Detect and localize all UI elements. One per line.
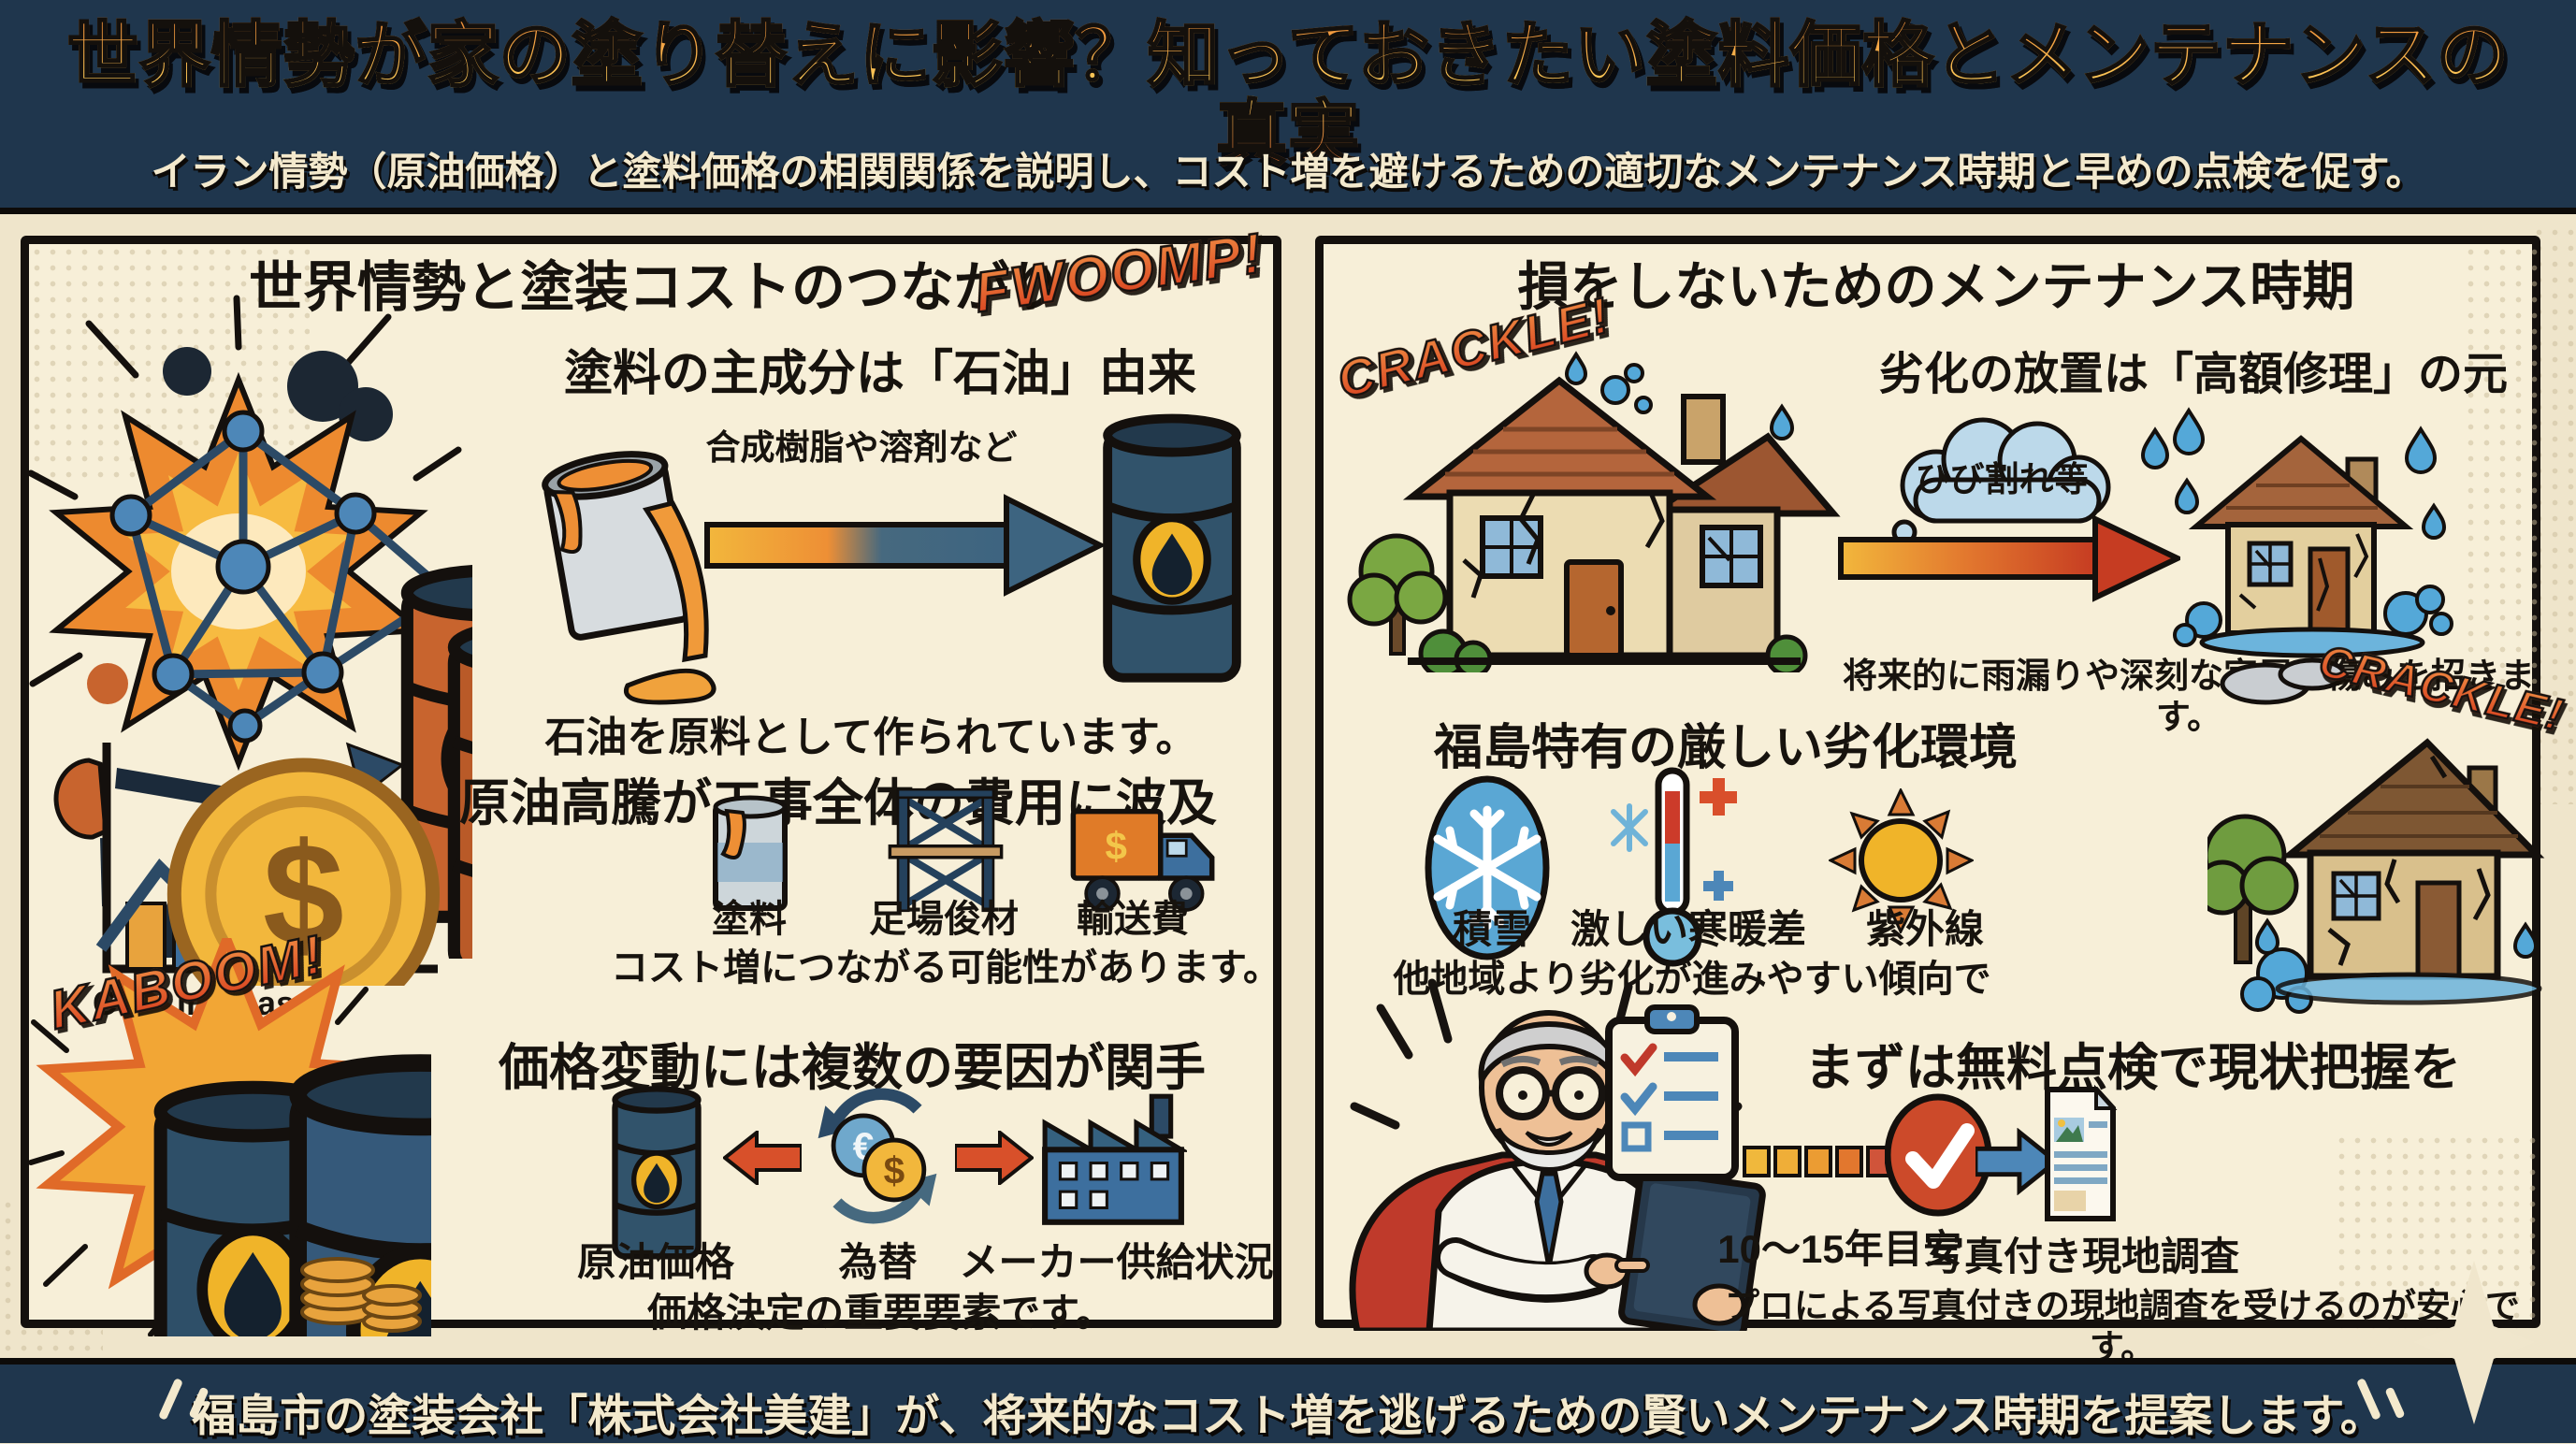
snowfall-icon [1425,775,1550,960]
arrow-paint-to-oil-icon [704,494,1105,597]
svg-text:$: $ [1105,824,1126,868]
paint-bucket-icon [542,451,716,705]
page-title: 世界情勢が家の塗り替えに影響？知っておきたい塗料価格とメンテナンスの真実 [37,15,2539,174]
right-s2-item-uv: 紫外線 [1865,907,1984,951]
thermometer-icon [1611,767,1737,967]
arrow-left-icon [723,1131,802,1185]
footer-text: 福島市の塗装会社「株式会社美建」が、将来的なコスト増を逃げるための賢いメンテナン… [192,1391,2384,1440]
leaking-house-icon [2172,407,2453,658]
left-s2-item-paint: 塗料 [712,899,787,940]
right-s1-bubble-label: ひび割れ等 [1915,460,2089,498]
sparkle-icon [2413,1261,2535,1424]
left-panel: 世界情勢と塗装コストのつながり FWOOMP! [21,220,1281,1336]
left-s1-caption: 石油を原料として作られています。 [544,715,1197,760]
left-s3-item-crude: 原油価格 [576,1240,734,1284]
right-s3-report-label: 写真付き現地調査 [1924,1235,2239,1278]
kaboom-barrels-illustration [29,938,431,1336]
left-panel-title: 世界情勢と塗装コストのつながり [248,257,1063,318]
arrow-right-icon [955,1131,1034,1185]
left-s2-caption: コスト増につながる可能性があります。 [611,947,1281,989]
thought-cloud-icon [1877,417,2111,556]
left-s3-heading: 価格変動には複数の要因が関手 [499,1040,1206,1096]
factory-icon [1042,1093,1187,1225]
right-s2-item-temp: 激しい寒暖差 [1570,907,1806,951]
right-s3-timeline-label: 10〜15年目安 [1717,1227,1962,1271]
left-s3-item-maker: メーカー供給状況 [959,1240,1274,1284]
scaffolding-icon [888,787,1004,913]
right-s2-item-snow: 積雪 [1452,907,1531,951]
right-s1-caption: 将来的に雨漏りや深刻な家屋の傷みを招きます。 [1843,657,2535,737]
left-s3-item-exchange: 為替 [838,1240,918,1284]
checklist-clipboard-icon [1605,1004,1739,1181]
right-s2-caption: 他地域より劣化が進みやすい傾向です。 [1393,959,1991,1045]
paint-can-icon [713,795,788,911]
rain-drops-icon [2140,426,2200,514]
timeline-squares-icon [1743,1146,1894,1177]
page-subtitle: イラン情勢（原油価格）と塗料価格の相関関係を説明し、コスト増を避けるための適切な… [151,150,2425,194]
uv-sun-icon [1829,788,1974,933]
right-panel-title: 損をしないためのメンテナンス時期 [1517,257,2355,316]
oil-barrel-icon [1095,411,1249,695]
right-s3-caption: プロによる写真付きの現地調査を受けるのが安心です。 [1725,1287,2520,1367]
right-s3-heading: まずは無料点検で現状把握を [1804,1040,2461,1096]
delivery-truck-icon: $ [1070,808,1215,912]
header-band: 世界情勢が家の塗り替えに影響？知っておきたい塗料価格とメンテナンスの真実 イラン… [0,0,2576,214]
right-s1-heading: 劣化の放置は「高額修理」の元 [1878,350,2508,399]
inspector-character [1349,978,1766,1331]
footer-band: 福島市の塗装会社「株式会社美建」が、将来的なコスト増を逃げるための賢いメンテナン… [0,1358,2576,1443]
photo-report-icon [2045,1084,2118,1221]
halftone-right-panel-edge [2463,244,2541,684]
left-s1-bubble-label: 合成樹脂や溶剤など [705,428,1018,467]
currency-exchange-icon: € $ [818,1088,937,1224]
left-s3-caption: 価格決定の重要要素です。 [647,1291,1115,1335]
right-panel: 損をしないためのメンテナンス時期 CRACKLE! 劣化の放置は「高額修理」の元 [1315,236,2569,1366]
left-s2-item-transport: 輸送費 [1077,899,1189,940]
svg-text:$: $ [884,1148,905,1191]
arrow-to-report-icon [1975,1128,2058,1195]
right-s2-heading: 福島特有の厳しい劣化環境 [1433,721,2018,775]
damaged-house-icon [1347,351,1841,672]
arrow-neglect-icon [1838,514,2180,602]
left-s1-heading: 塗料の主成分は「石油」由来 [563,347,1196,401]
weathered-house-icon [2207,657,2545,1014]
cost-increase-chart [95,742,438,986]
left-s2-item-scaffold: 足場俊材 [869,899,1019,940]
